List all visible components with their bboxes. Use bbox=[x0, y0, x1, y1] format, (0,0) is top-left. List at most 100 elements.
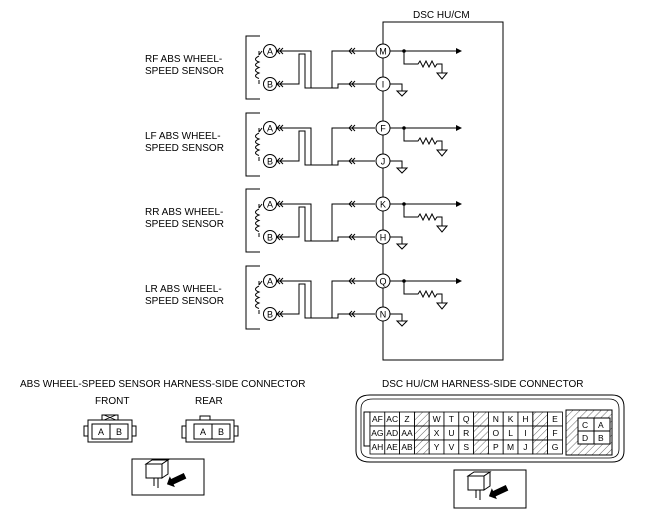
sensor-label-line1: RF ABS WHEEL- bbox=[145, 54, 222, 65]
sensor-pin-b: B bbox=[267, 310, 273, 320]
sensor-coil bbox=[255, 208, 261, 232]
wire-2 bbox=[277, 53, 375, 89]
sensor-bracket bbox=[245, 35, 260, 100]
dsc-module-title: DSC HU/CM bbox=[413, 10, 470, 21]
dsc-pin-label: AE bbox=[387, 442, 399, 452]
connector-arrow bbox=[348, 80, 356, 88]
sensor-pin-a: A bbox=[267, 200, 273, 210]
output-arrow bbox=[456, 201, 462, 207]
dsc-pin-cell bbox=[413, 439, 430, 455]
resistor bbox=[403, 128, 443, 150]
sensor-pin-a: A bbox=[267, 124, 273, 134]
connector-arrow bbox=[348, 157, 356, 165]
dsc-pin-label: F bbox=[552, 428, 557, 438]
wire-1 bbox=[277, 50, 375, 89]
dsc-pin-label: G bbox=[552, 442, 559, 452]
sensor-pin-a: A bbox=[267, 277, 273, 287]
sensor-pin-b: B bbox=[267, 80, 273, 90]
rear-pin-b: B bbox=[218, 427, 224, 437]
rear-connector-label: REAR bbox=[195, 396, 223, 407]
dsc-pin-label: AC bbox=[386, 414, 398, 424]
dsc-pin-label: AF bbox=[372, 414, 383, 424]
dsc-pin-cell bbox=[473, 425, 489, 441]
return-line bbox=[390, 236, 403, 244]
dsc-pin-cell bbox=[473, 411, 489, 427]
sensor-bracket bbox=[245, 265, 260, 330]
wire-2 bbox=[277, 283, 375, 319]
sensor-label-line2: SPEED SENSOR bbox=[145, 66, 224, 77]
dsc-pin-label: I bbox=[524, 428, 526, 438]
terminal-2: I bbox=[382, 80, 385, 90]
return-line bbox=[390, 83, 403, 91]
sensor-bracket bbox=[245, 188, 260, 253]
dsc-pin-label: U bbox=[448, 428, 454, 438]
terminal-2: H bbox=[380, 233, 387, 243]
dsc-pin-label: J bbox=[523, 442, 527, 452]
return-line bbox=[390, 160, 403, 168]
dsc-pin-label: H bbox=[522, 414, 528, 424]
resistor bbox=[403, 281, 443, 303]
sensor-label-line2: SPEED SENSOR bbox=[145, 143, 224, 154]
wire-1 bbox=[277, 203, 375, 242]
sensor-pin-b: B bbox=[267, 233, 273, 243]
front-pin-b: B bbox=[116, 427, 122, 437]
terminal-1: F bbox=[380, 124, 386, 134]
sensor-coil bbox=[255, 285, 261, 309]
dsc-view-direction-icon bbox=[453, 469, 527, 509]
front-pin-a: A bbox=[98, 427, 104, 437]
dsc-pin-label: AH bbox=[371, 442, 383, 452]
ground-symbol bbox=[395, 90, 409, 97]
connector-arrow bbox=[348, 233, 356, 241]
output-arrow bbox=[456, 48, 462, 54]
output-arrow bbox=[456, 125, 462, 131]
dsc-pin-cell bbox=[532, 439, 548, 455]
dsc-pin-label: Q bbox=[463, 414, 470, 424]
connector-arrow bbox=[348, 310, 356, 318]
resistor bbox=[403, 51, 443, 73]
dsc-pin-b: B bbox=[598, 433, 604, 443]
dsc-pin-label: M bbox=[507, 442, 514, 452]
front-sensor-connector: A B bbox=[83, 414, 137, 443]
sensor-bracket bbox=[245, 112, 260, 177]
dsc-pin-a: A bbox=[598, 420, 604, 430]
dsc-pin-label: T bbox=[449, 414, 454, 424]
dsc-pin-label: Y bbox=[434, 442, 440, 452]
dsc-connector-title: DSC HU/CM HARNESS-SIDE CONNECTOR bbox=[382, 379, 584, 390]
dsc-pin-cell bbox=[532, 425, 548, 441]
ground-symbol bbox=[395, 167, 409, 174]
connector-arrow bbox=[348, 200, 356, 208]
dsc-pin-cell bbox=[547, 439, 563, 455]
output-arrow bbox=[456, 278, 462, 284]
sensor-label-line1: RR ABS WHEEL- bbox=[145, 207, 223, 218]
terminal-1: Q bbox=[379, 277, 386, 287]
dsc-pin-label: W bbox=[433, 414, 441, 424]
dsc-pin-label: AA bbox=[401, 428, 413, 438]
terminal-2: N bbox=[380, 310, 387, 320]
ground-symbol bbox=[395, 320, 409, 327]
dsc-pin-d: D bbox=[582, 433, 588, 443]
dsc-pin-label: AB bbox=[401, 442, 413, 452]
connector-arrow bbox=[348, 277, 356, 285]
sensor-pin-a: A bbox=[267, 47, 273, 57]
ground-symbol bbox=[435, 72, 449, 80]
coil-link bbox=[258, 50, 263, 56]
connector-arrow bbox=[348, 47, 356, 55]
front-connector-label: FRONT bbox=[95, 396, 129, 407]
terminal-1: K bbox=[380, 200, 386, 210]
connector-arrow bbox=[348, 124, 356, 132]
sensor-coil bbox=[255, 55, 261, 79]
wire-2 bbox=[277, 206, 375, 242]
coil-link bbox=[258, 280, 263, 286]
view-direction-icon bbox=[131, 458, 205, 496]
sensor-pin-b: B bbox=[267, 157, 273, 167]
dsc-pin-label: K bbox=[508, 414, 514, 424]
dsc-module-box bbox=[382, 21, 504, 361]
dsc-pin-label: L bbox=[508, 428, 513, 438]
rear-pin-a: A bbox=[200, 427, 206, 437]
